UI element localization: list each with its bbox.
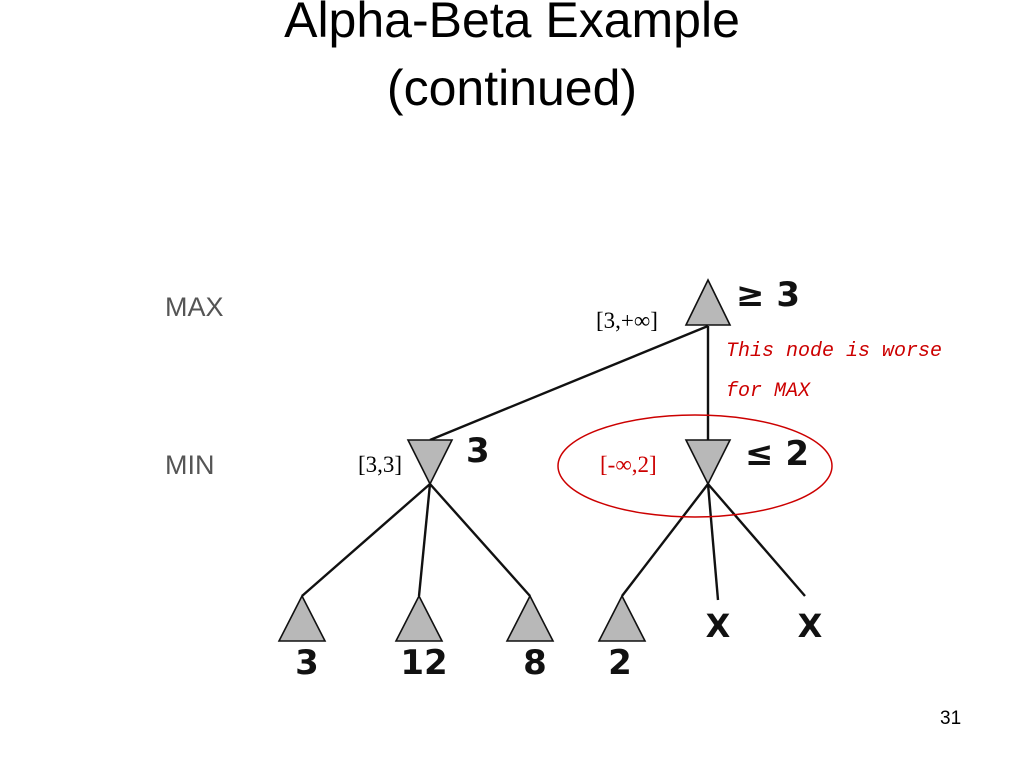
leaf-node-1 [277,594,327,642]
min-left-interval: [3,3] [358,452,402,477]
min-right-interval: [-∞,2] [600,452,657,477]
edge-minleft-leaf1 [301,483,431,597]
edge-minleft-leaf3 [429,483,531,597]
leaf-value-4: 2 [608,643,632,683]
slide-title: Alpha-Beta Example (continued) [0,0,1024,122]
edge-minleft-leaf2 [417,483,432,597]
leaf-value-1: 3 [295,643,319,683]
edge-minright-pruned2 [707,483,806,597]
pruned-marker-2: X [798,607,823,645]
min-right-node [684,439,732,486]
level-label-min: MIN [165,450,215,480]
min-left-value: 3 [466,431,490,471]
root-value: ≥ 3 [736,275,800,315]
min-right-value: ≤ 2 [745,434,809,474]
slide-title-line2: (continued) [386,60,638,116]
leaf-node-3 [505,594,555,642]
leaf-value-2: 12 [400,643,447,683]
page-number: 31 [940,708,961,729]
slide-title-line1: Alpha-Beta Example [284,0,740,48]
edge-minright-leaf4 [621,483,709,597]
edge-minright-pruned1 [706,483,720,601]
min-left-node [406,439,454,486]
edge-root-min-left [429,324,709,442]
max-root-node [684,278,732,326]
annotation-line1: This node is worse [726,340,942,363]
leaf-value-3: 8 [523,643,547,683]
annotation-line2: for MAX [726,380,811,403]
leaf-node-4 [597,594,647,642]
leaf-node-2 [394,594,444,642]
root-interval: [3,+∞] [596,308,658,333]
level-label-max: MAX [165,292,224,322]
pruned-marker-1: X [706,607,731,645]
highlight-ellipse [557,414,833,518]
